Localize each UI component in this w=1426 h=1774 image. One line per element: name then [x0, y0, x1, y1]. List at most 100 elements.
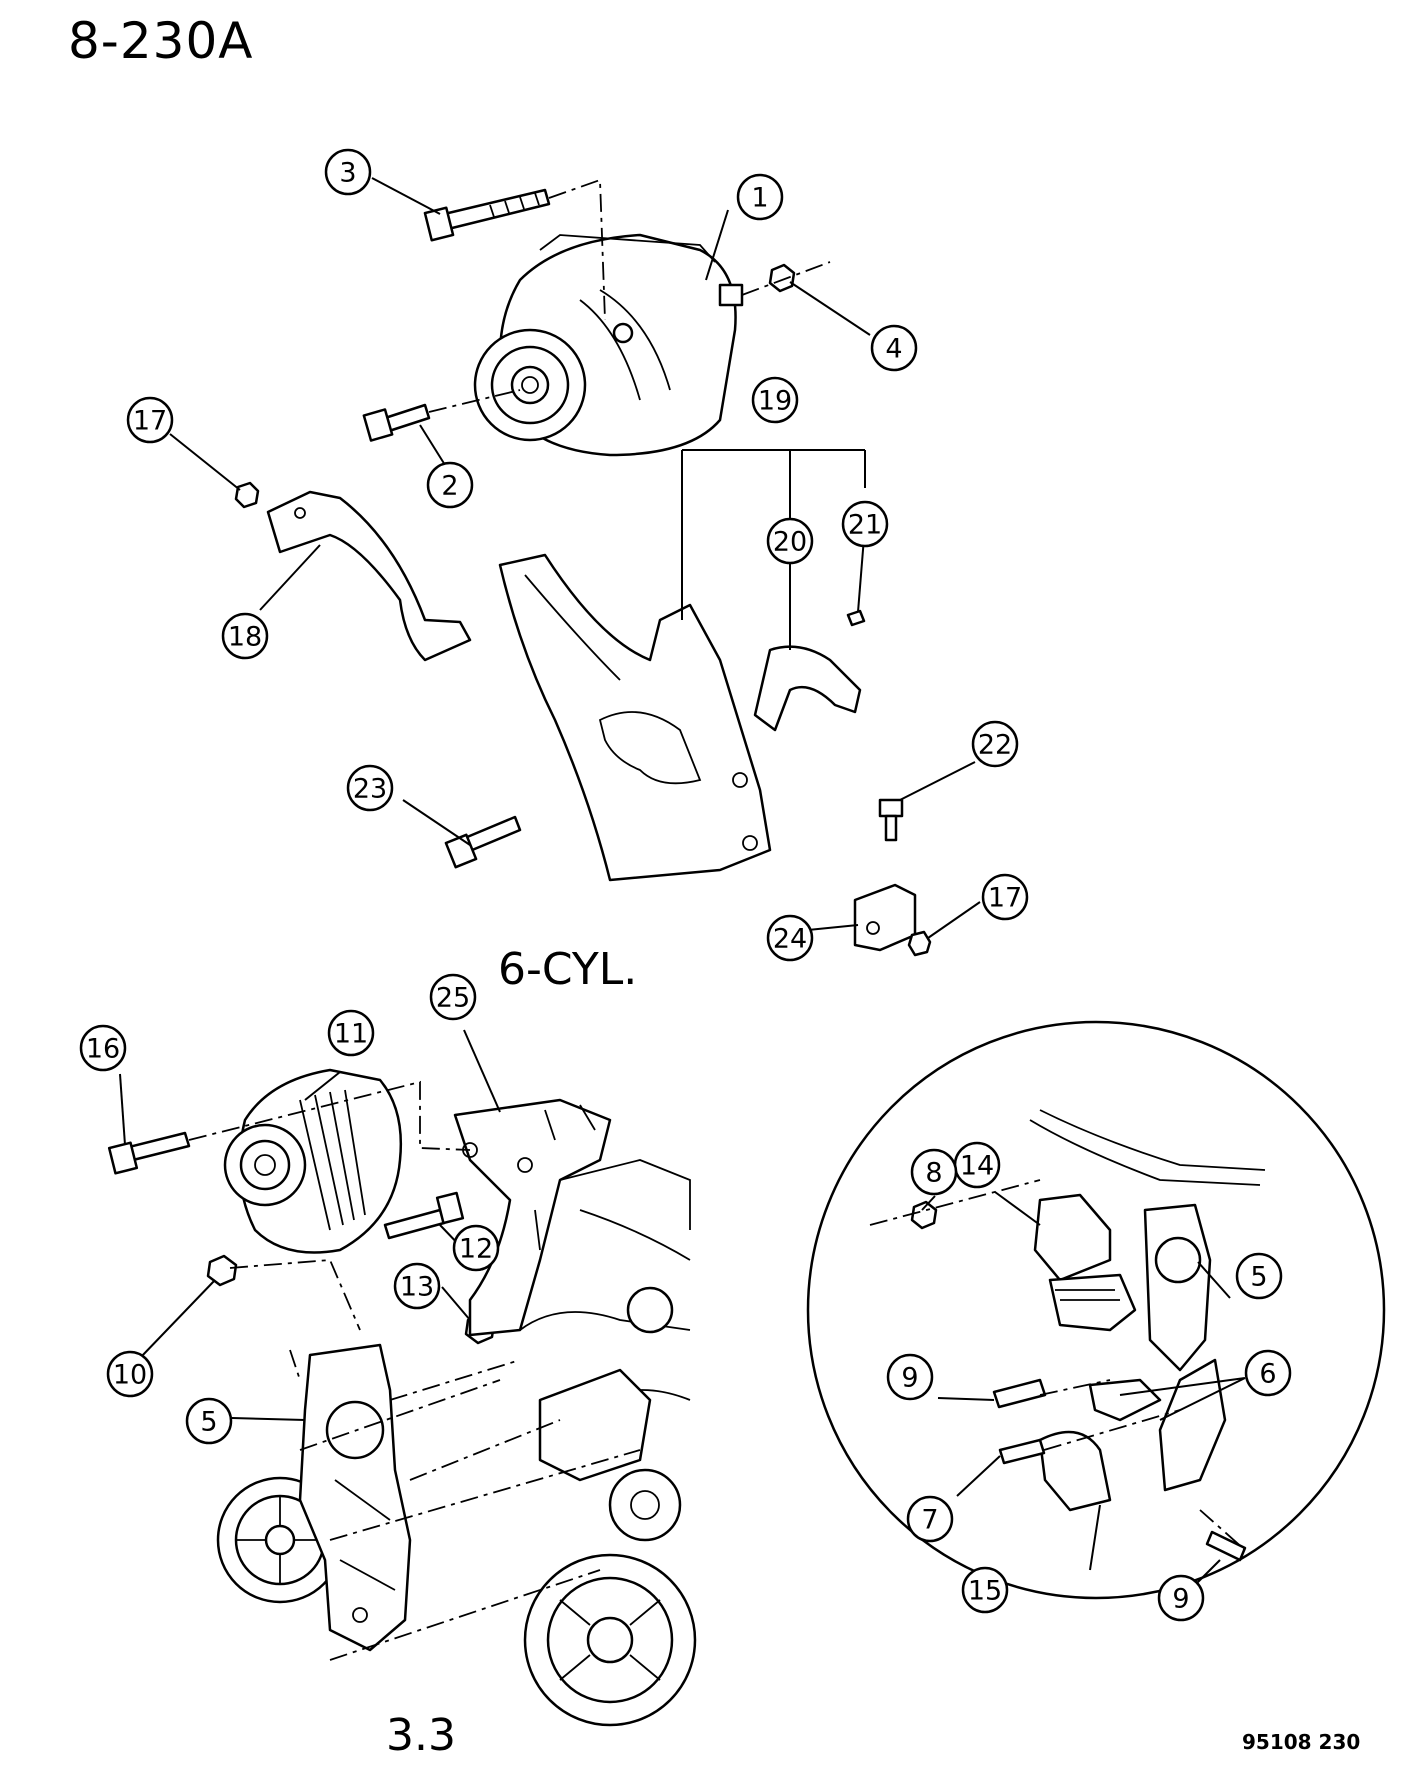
- callout-number: 16: [86, 1034, 120, 1065]
- bolt-3: [423, 188, 551, 242]
- callout-circle: [736, 173, 784, 221]
- callout-12: 12: [452, 1224, 500, 1272]
- callout-number: 22: [978, 730, 1012, 761]
- engine-block-outline: [519, 1159, 691, 1542]
- callout-number: 6: [1259, 1359, 1276, 1390]
- bolt-17-lower: [907, 930, 932, 957]
- callout-circle: [221, 612, 269, 660]
- bolt-12: [383, 1191, 465, 1240]
- callout-10: 10: [106, 1350, 154, 1398]
- callout-11: 11: [327, 1009, 375, 1057]
- callout-number: 4: [885, 334, 902, 365]
- mounting-bracket-upper: [498, 553, 772, 882]
- bolt-16: [107, 1131, 191, 1175]
- callout-1: 1: [736, 173, 784, 221]
- callout-circle: [126, 396, 174, 444]
- callout-number: 25: [436, 983, 470, 1014]
- callout-circle: [766, 914, 814, 962]
- callout-17: 17: [981, 873, 1029, 921]
- callout-number: 11: [334, 1019, 368, 1050]
- callout-15: 15: [961, 1566, 1009, 1614]
- callout-number: 18: [228, 622, 262, 653]
- callout-number: 3: [339, 158, 356, 189]
- callout-17: 17: [126, 396, 174, 444]
- callout-circle: [751, 376, 799, 424]
- engine-bracket-25: [453, 1098, 612, 1337]
- callout-circle: [106, 1350, 154, 1398]
- callout-22: 22: [971, 720, 1019, 768]
- bracket-5-lower: [298, 1343, 412, 1652]
- callout-19: 19: [751, 376, 799, 424]
- callout-number: 13: [400, 1272, 434, 1303]
- callout-number: 5: [200, 1407, 217, 1438]
- callout-circle: [870, 324, 918, 372]
- callout-circle: [1235, 1252, 1283, 1300]
- callout-number: 1: [751, 183, 768, 214]
- callout-circle: [1244, 1349, 1292, 1397]
- callout-circle: [324, 148, 372, 196]
- bolt-17-upper: [234, 481, 260, 509]
- detail-view-parts: [910, 1109, 1266, 1562]
- callout-5: 5: [1235, 1252, 1283, 1300]
- callout-number: 14: [960, 1151, 994, 1182]
- figure-number: 95108 230: [1242, 1730, 1361, 1754]
- callout-circle: [79, 1024, 127, 1072]
- callout-circle: [393, 1262, 441, 1310]
- callout-24: 24: [766, 914, 814, 962]
- callout-number: 15: [968, 1576, 1002, 1607]
- callout-number: 19: [758, 386, 792, 417]
- callout-number: 9: [901, 1363, 918, 1394]
- callout-number: 8: [925, 1158, 942, 1189]
- clip-21: [846, 609, 866, 627]
- callout-number: 23: [353, 774, 387, 805]
- callout-circle: [766, 517, 814, 565]
- callout-7: 7: [906, 1495, 954, 1543]
- callout-circle: [346, 764, 394, 812]
- callout-18: 18: [221, 612, 269, 660]
- callout-9: 9: [1157, 1574, 1205, 1622]
- callout-number: 17: [133, 406, 167, 437]
- callout-circle: [841, 500, 889, 548]
- callout-6: 6: [1244, 1349, 1292, 1397]
- callout-circle: [185, 1397, 233, 1445]
- bolt-23: [444, 815, 522, 869]
- section-label-6-cyl: 6-CYL.: [498, 944, 638, 995]
- callout-circle: [327, 1009, 375, 1057]
- callout-8: 8: [910, 1148, 958, 1196]
- bracket-24: [853, 883, 917, 952]
- callout-circle: [906, 1495, 954, 1543]
- callout-number: 20: [773, 527, 807, 558]
- shield-20: [753, 645, 862, 732]
- callout-9: 9: [886, 1353, 934, 1401]
- callout-number: 10: [113, 1360, 147, 1391]
- nut-4: [768, 263, 796, 293]
- section-label-3-3: 3.3: [386, 1710, 456, 1761]
- alternator-lower: [223, 1068, 403, 1254]
- callout-circle: [426, 461, 474, 509]
- callout-circle: [1157, 1574, 1205, 1622]
- nut-10: [206, 1254, 238, 1287]
- bolt-2: [362, 403, 431, 442]
- callout-2: 2: [426, 461, 474, 509]
- callout-13: 13: [393, 1262, 441, 1310]
- callout-number: 24: [773, 924, 807, 955]
- bolt-22: [878, 798, 904, 842]
- detail-view-circle: [806, 1020, 1386, 1600]
- callout-5: 5: [185, 1397, 233, 1445]
- callout-number: 7: [921, 1505, 938, 1536]
- callout-25: 25: [429, 973, 477, 1021]
- callout-21: 21: [841, 500, 889, 548]
- callout-circle: [452, 1224, 500, 1272]
- callout-number: 2: [441, 471, 458, 502]
- callout-14: 14: [953, 1141, 1001, 1189]
- callout-number: 5: [1250, 1262, 1267, 1293]
- callout-circle: [910, 1148, 958, 1196]
- callout-circle: [886, 1353, 934, 1401]
- callout-4: 4: [870, 324, 918, 372]
- callout-circle: [429, 973, 477, 1021]
- callout-16: 16: [79, 1024, 127, 1072]
- callout-number: 12: [459, 1234, 493, 1265]
- callout-number: 21: [848, 510, 882, 541]
- callout-20: 20: [766, 517, 814, 565]
